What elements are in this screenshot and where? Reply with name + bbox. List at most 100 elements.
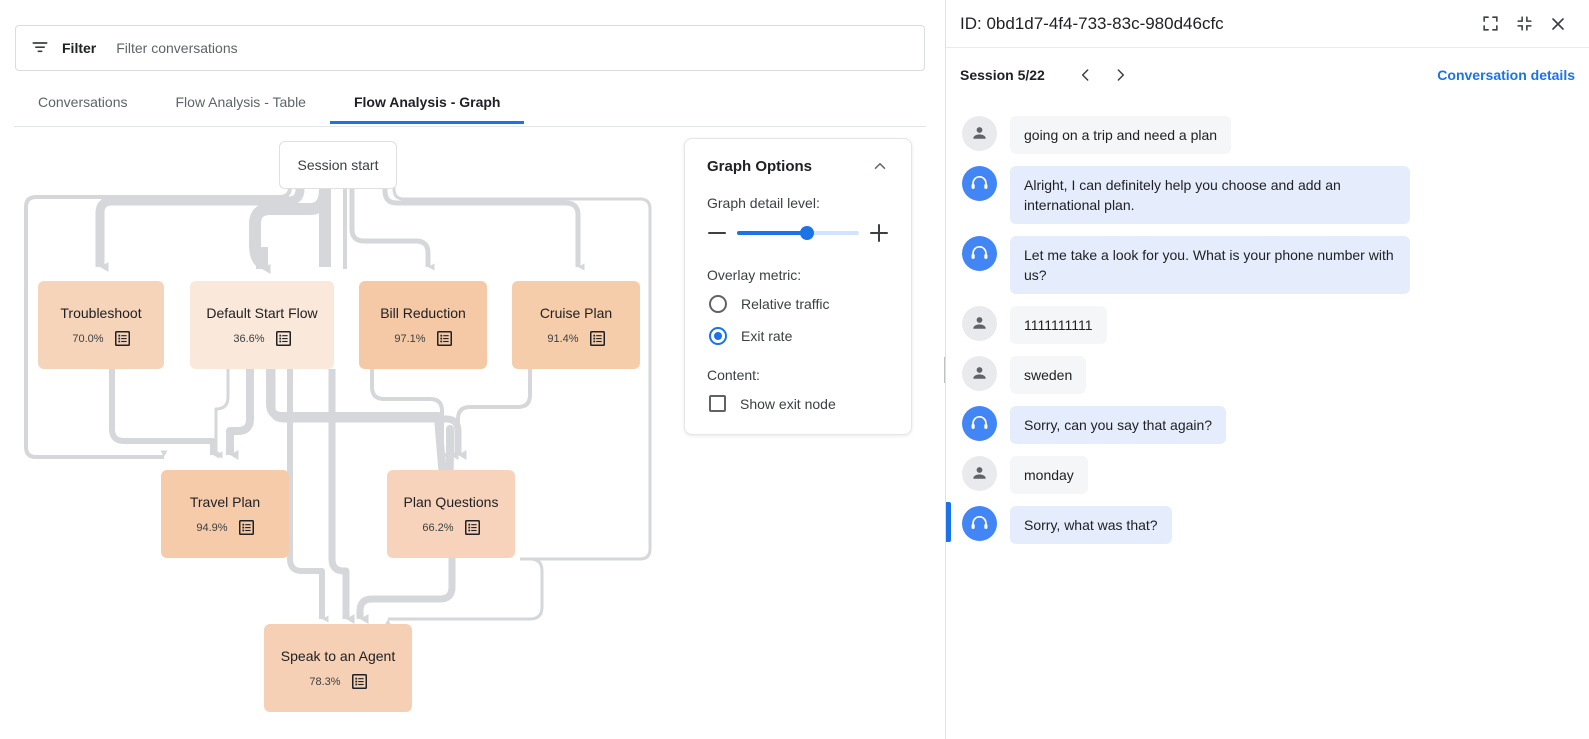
flow-node-meta: 97.1% [394,331,452,346]
graph-options-title: Graph Options [707,157,812,175]
list-icon[interactable] [589,331,605,346]
conversation-details-link[interactable]: Conversation details [1437,67,1575,83]
list-icon[interactable] [238,520,254,535]
list-icon[interactable] [436,331,452,346]
content-label: Content: [707,367,760,383]
flow-node-bill-reduction[interactable]: Bill Reduction 97.1% [359,281,487,369]
chevron-right-icon[interactable] [1103,58,1137,92]
user-avatar-icon [962,356,997,391]
radio-icon [709,295,727,313]
flow-node-label: Troubleshoot [60,305,142,321]
collapse-icon[interactable] [1507,7,1541,41]
chevron-left-icon[interactable] [1069,58,1103,92]
conversation-subheader: Session 5/22 Conversation details [946,48,1589,102]
tab-conversations[interactable]: Conversations [14,88,152,124]
message-bubble: Let me take a look for you. What is your… [1010,236,1410,294]
slider-fill [737,231,807,235]
message-bubble: Sorry, can you say that again? [1010,406,1227,444]
flow-node-exit-rate: 70.0% [72,332,104,345]
radio-relative-traffic[interactable]: Relative traffic [707,295,889,313]
message-bubble: going on a trip and need a plan [1010,116,1232,154]
overlay-metric-label: Overlay metric: [707,267,802,283]
flow-node-default-start[interactable]: Default Start Flow 36.6% [190,281,334,369]
message-bubble: Alright, I can definitely help you choos… [1010,166,1410,224]
tab-bar: Conversations Flow Analysis - Table Flow… [14,88,926,127]
close-icon[interactable] [1541,7,1575,41]
node-session-start-label: Session start [297,157,379,173]
flow-node-meta: 78.3% [309,674,367,689]
list-icon[interactable] [275,331,291,346]
flow-node-label: Default Start Flow [206,305,318,321]
flow-node-meta: 70.0% [72,331,130,346]
message-row: going on a trip and need a plan [946,110,1589,160]
flow-node-meta: 36.6% [233,331,291,346]
flow-node-exit-rate: 97.1% [394,332,426,345]
conversation-id: ID: 0bd1d7-4f4-733-83c-980d46cfc [960,13,1224,33]
flow-node-plan-questions[interactable]: Plan Questions 66.2% [387,470,515,558]
message-row: Sorry, can you say that again? [946,400,1589,450]
flow-node-meta: 94.9% [196,520,254,535]
agent-avatar-icon [962,506,997,541]
flow-node-exit-rate: 94.9% [196,521,228,534]
flow-analysis-pane: Filter Conversations Flow Analysis - Tab… [0,0,945,739]
session-counter: Session 5/22 [960,67,1045,83]
flow-node-exit-rate: 78.3% [309,675,341,688]
graph-options-header: Graph Options [707,157,889,175]
fullscreen-icon[interactable] [1473,7,1507,41]
user-avatar-icon [962,456,997,491]
flow-node-cruise-plan[interactable]: Cruise Plan 91.4% [512,281,640,369]
flow-node-troubleshoot[interactable]: Troubleshoot 70.0% [38,281,164,369]
content-group: Content: Show exit node [707,367,889,412]
conversation-header: ID: 0bd1d7-4f4-733-83c-980d46cfc [946,0,1589,48]
tab-flow-analysis-table[interactable]: Flow Analysis - Table [152,88,330,124]
overlay-metric-group: Overlay metric: Relative traffic Exit ra… [707,267,889,345]
graph-options-panel: Graph Options Graph detail level: [684,138,912,435]
flow-node-exit-rate: 36.6% [233,332,265,345]
message-row: Alright, I can definitely help you choos… [946,160,1589,230]
filter-bar[interactable]: Filter [15,25,925,71]
flow-node-label: Speak to an Agent [280,648,396,664]
message-row: 1111111111 [946,300,1589,350]
detail-level-slider-row [707,223,889,243]
checkbox-icon [709,395,726,412]
list-icon[interactable] [464,520,480,535]
message-row: Sorry, what was that? [946,500,1589,550]
agent-avatar-icon [962,236,997,271]
pane-resize-handle[interactable] [939,0,945,739]
flow-node-label: Plan Questions [403,494,499,510]
filter-label: Filter [62,40,97,56]
filter-input[interactable] [114,39,910,57]
radio-exit-rate-label: Exit rate [741,328,793,344]
radio-exit-rate[interactable]: Exit rate [707,327,889,345]
message-row: monday [946,450,1589,500]
message-list: going on a trip and need a plan Alright,… [946,102,1589,550]
minus-icon[interactable] [707,223,727,243]
flow-node-label: Travel Plan [189,494,261,510]
flow-node-speak-to-agent[interactable]: Speak to an Agent 78.3% [264,624,412,712]
message-bubble: Sorry, what was that? [1010,506,1172,544]
message-bubble: sweden [1010,356,1087,394]
flow-node-meta: 91.4% [547,331,605,346]
filter-icon [30,38,50,58]
resize-grip-icon [944,356,945,383]
list-icon[interactable] [114,331,130,346]
flow-node-travel-plan[interactable]: Travel Plan 94.9% [161,470,289,558]
tab-flow-analysis-graph[interactable]: Flow Analysis - Graph [329,88,525,124]
chevron-up-icon[interactable] [871,157,889,175]
flow-node-exit-rate: 66.2% [422,521,454,534]
detail-level-slider[interactable] [737,226,859,240]
plus-icon[interactable] [869,223,889,243]
slider-thumb[interactable] [799,226,814,240]
agent-avatar-icon [962,166,997,201]
user-avatar-icon [962,116,997,151]
agent-avatar-icon [962,406,997,441]
flow-node-label: Cruise Plan [539,305,613,321]
flow-node-exit-rate: 91.4% [547,332,579,345]
node-session-start[interactable]: Session start [279,141,397,189]
list-icon[interactable] [351,674,367,689]
message-row: sweden [946,350,1589,400]
flow-node-label: Bill Reduction [380,305,466,321]
flow-graph-canvas[interactable]: Session start Troubleshoot 70.0% Default … [0,129,945,729]
checkbox-show-exit-node[interactable]: Show exit node [707,395,889,412]
